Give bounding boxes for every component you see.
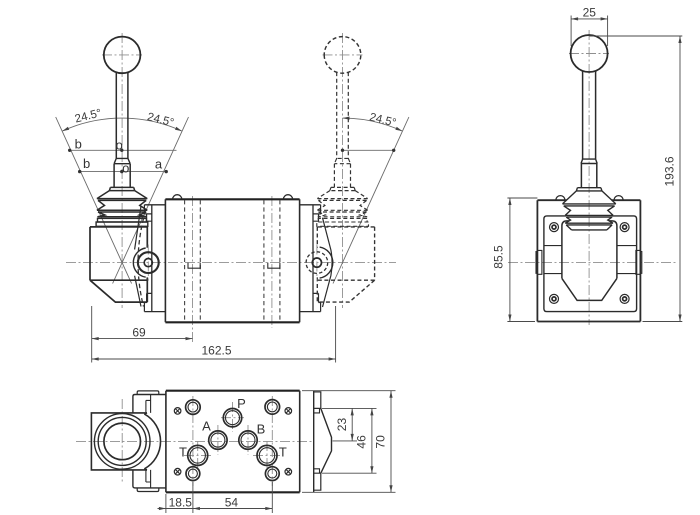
- svg-text:54: 54: [225, 496, 239, 510]
- svg-text:b: b: [75, 137, 82, 152]
- svg-text:25: 25: [583, 6, 597, 20]
- svg-text:18.5: 18.5: [169, 496, 193, 510]
- svg-text:B: B: [257, 421, 266, 436]
- svg-text:a: a: [155, 157, 163, 172]
- svg-text:162.5: 162.5: [201, 344, 231, 358]
- svg-text:193.6: 193.6: [663, 156, 677, 186]
- svg-text:b: b: [83, 156, 90, 171]
- svg-text:A: A: [202, 418, 211, 433]
- svg-text:23: 23: [335, 418, 349, 432]
- svg-text:46: 46: [355, 435, 369, 449]
- svg-text:T: T: [179, 445, 187, 460]
- svg-text:o: o: [116, 138, 123, 153]
- svg-text:85.5: 85.5: [492, 245, 506, 269]
- svg-text:o: o: [122, 161, 129, 176]
- svg-text:P: P: [237, 396, 246, 411]
- svg-text:T: T: [279, 445, 287, 460]
- svg-text:70: 70: [374, 435, 388, 449]
- svg-text:69: 69: [132, 325, 146, 339]
